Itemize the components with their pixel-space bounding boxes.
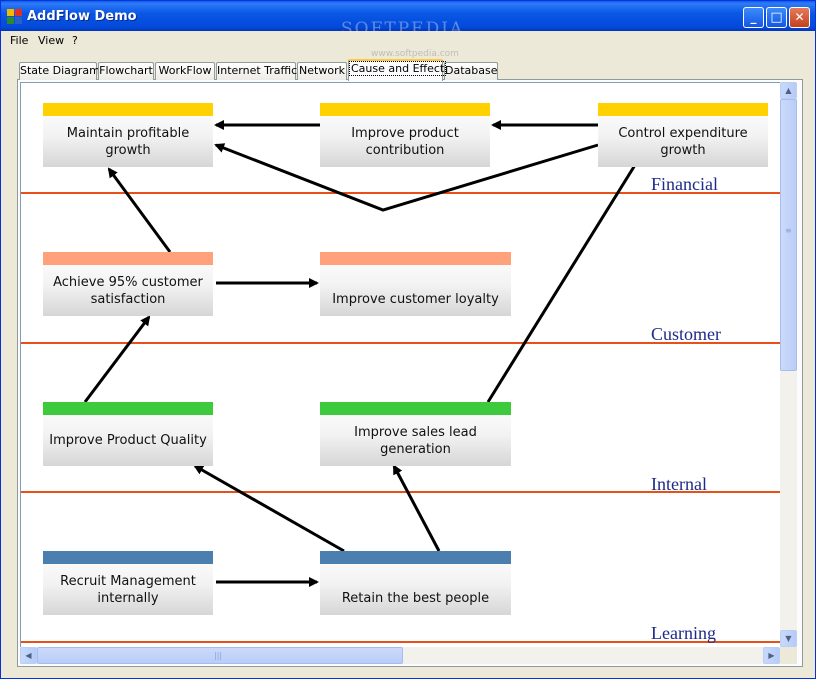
horizontal-scroll-thumb[interactable]: ||| xyxy=(37,647,403,664)
link-layer xyxy=(83,120,642,587)
tab-flowchart[interactable]: Flowchart xyxy=(98,62,154,80)
node-color-bar xyxy=(598,103,768,116)
watermark-url: www.softpedia.com xyxy=(371,49,459,59)
link-expenditure-to-growth[interactable] xyxy=(214,143,599,212)
node-customer-satisfaction[interactable]: Achieve 95% customer satisfaction xyxy=(43,252,213,316)
tab-state-diagram[interactable]: State Diagram xyxy=(19,62,100,80)
horizontal-scrollbar[interactable]: ◀ ||| ▶ xyxy=(20,647,780,664)
menu-file[interactable]: File xyxy=(10,34,29,47)
lane-divider-learning xyxy=(21,641,780,643)
node-color-bar xyxy=(43,103,213,116)
node-label: Achieve 95% customer satisfaction xyxy=(43,265,213,316)
node-color-bar xyxy=(320,252,511,265)
link-satisfaction-to-growth[interactable] xyxy=(107,167,172,253)
tab-database[interactable]: Database xyxy=(444,62,498,80)
node-label: Improve sales lead generation xyxy=(320,415,511,466)
lane-label-customer: Customer xyxy=(651,324,721,344)
node-sales-lead[interactable]: Improve sales lead generation xyxy=(320,402,511,466)
lane-label-internal: Internal xyxy=(651,474,707,494)
node-label: Maintain profitable growth xyxy=(43,116,213,167)
window-title: AddFlow Demo xyxy=(27,9,137,24)
diagram-canvas[interactable]: Financial Customer Internal Learning xyxy=(20,82,780,647)
scroll-left-button[interactable]: ◀ xyxy=(20,647,37,664)
grip-icon: ≡ xyxy=(785,226,792,235)
node-color-bar xyxy=(43,252,213,265)
lane-divider-financial xyxy=(21,192,780,194)
scroll-down-button[interactable]: ▼ xyxy=(780,630,797,647)
tab-cause-and-effect-label: Cause and Effect xyxy=(349,61,447,76)
node-retain-people[interactable]: Retain the best people xyxy=(320,551,511,615)
tab-internet-traffic[interactable]: Internet Traffic xyxy=(216,62,297,80)
node-color-bar xyxy=(43,402,213,415)
menu-view[interactable]: View xyxy=(38,34,65,47)
node-improve-contribution[interactable]: Improve product contribution xyxy=(320,103,490,167)
tab-network[interactable]: Network xyxy=(297,62,347,80)
lane-divider-internal xyxy=(21,491,780,493)
node-color-bar xyxy=(320,551,511,564)
menu-bar: File View ? xyxy=(1,31,815,51)
lane-label-financial: Financial xyxy=(651,174,718,194)
vertical-scrollbar[interactable]: ▲ ≡ ▼ xyxy=(780,82,797,647)
node-color-bar xyxy=(320,103,490,116)
node-product-quality[interactable]: Improve Product Quality xyxy=(43,402,213,466)
lane-divider-customer xyxy=(21,342,780,344)
grip-icon: ||| xyxy=(214,651,223,660)
app-icon xyxy=(7,9,22,24)
node-label: Improve Product Quality xyxy=(43,415,213,466)
close-button[interactable]: ✕ xyxy=(789,7,810,28)
tab-cause-and-effect[interactable]: Cause and Effect xyxy=(348,59,447,81)
node-customer-loyalty[interactable]: Improve customer loyalty xyxy=(320,252,511,316)
node-label: Retain the best people xyxy=(320,564,511,615)
maximize-button[interactable]: □ xyxy=(766,7,787,28)
scrollbar-corner xyxy=(780,647,797,664)
scroll-up-button[interactable]: ▲ xyxy=(780,82,797,99)
node-recruit-management[interactable]: Recruit Management internally xyxy=(43,551,213,615)
lane-label-learning: Learning xyxy=(651,623,716,643)
link-quality-to-satisfaction[interactable] xyxy=(83,315,151,403)
scroll-right-button[interactable]: ▶ xyxy=(763,647,780,664)
node-label: Improve product contribution xyxy=(320,116,490,167)
title-bar[interactable]: AddFlow Demo SOFTPEDIA _ □ ✕ xyxy=(1,1,815,39)
node-color-bar xyxy=(43,551,213,564)
link-retain-to-sales-lead[interactable] xyxy=(392,464,441,552)
minimize-button[interactable]: _ xyxy=(743,7,764,28)
vertical-scroll-thumb[interactable]: ≡ xyxy=(780,99,797,371)
node-label: Control expenditure growth xyxy=(598,116,768,167)
node-label: Improve customer loyalty xyxy=(320,265,511,316)
link-sales-lead-to-expenditure[interactable] xyxy=(486,155,642,403)
node-label: Recruit Management internally xyxy=(43,564,213,615)
node-color-bar xyxy=(320,402,511,415)
node-maintain-growth[interactable]: Maintain profitable growth xyxy=(43,103,213,167)
link-retain-to-quality[interactable] xyxy=(193,464,345,553)
tab-workflow[interactable]: WorkFlow xyxy=(155,62,215,80)
menu-help[interactable]: ? xyxy=(72,34,78,47)
node-control-expenditure[interactable]: Control expenditure growth xyxy=(598,103,768,167)
